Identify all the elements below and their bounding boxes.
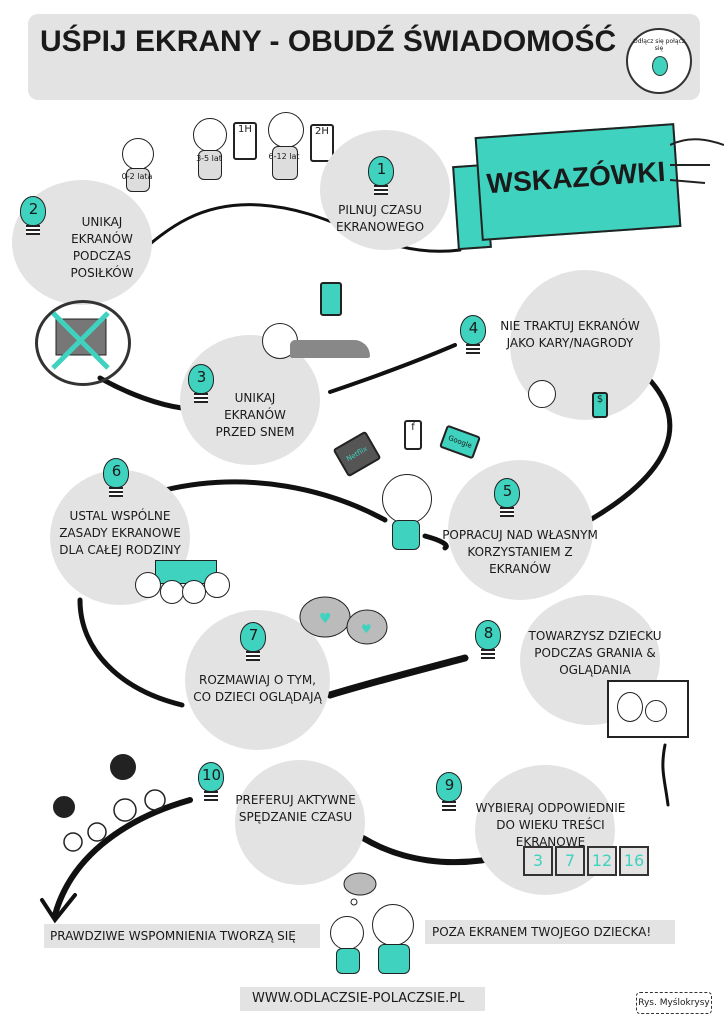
tablet-icon: 2H [310, 124, 334, 162]
lightbulb-icon: 10 [198, 762, 224, 802]
tip-number: 4 [468, 319, 479, 337]
age-rating: 16 [619, 846, 649, 876]
chat-bubbles-icon: ♥♥ [299, 596, 388, 645]
lightbulb-icon: 8 [475, 620, 501, 660]
child-body [198, 150, 222, 180]
family-member [182, 580, 206, 604]
parent-body [378, 944, 410, 974]
age-label: 0-2 lata [121, 172, 153, 181]
lightbulb-icon: 4 [460, 315, 486, 355]
blanket [290, 340, 370, 358]
path-segment [326, 654, 469, 699]
prize-phone-icon: $ [592, 392, 608, 418]
phone-icon: f [404, 420, 422, 450]
tip-bubble-10 [235, 760, 365, 885]
footer-strip-left [44, 924, 320, 948]
cycling-child [110, 754, 136, 780]
tip-text: Towarzysz dziecku podczas grania & ogląd… [528, 629, 662, 677]
lightbulb-icon: 1 [368, 156, 394, 196]
tip-text: Popracuj nad własnym korzystaniem z ekra… [442, 528, 598, 576]
logo: Odłącz się połącz się [626, 28, 692, 94]
hand-icon [670, 138, 724, 184]
child-body [336, 948, 360, 974]
tip-text: Unikaj ekranów podczas posiłków [70, 215, 134, 280]
running-child [528, 380, 556, 408]
tip-number: 2 [28, 200, 39, 218]
path-segment [52, 797, 193, 918]
tv-label: Netflix [345, 444, 369, 464]
child-avatar [122, 138, 154, 170]
url-strip [240, 987, 485, 1011]
laptop-label: Google [447, 434, 473, 450]
sleeping-phone-icon [320, 282, 342, 316]
logo-text: Odłącz się połącz się [633, 38, 685, 52]
tip-number: 6 [111, 462, 122, 480]
child-body [126, 168, 150, 192]
prize-label: $ [596, 394, 604, 405]
footer-strip-right [425, 920, 675, 944]
tip-text: Ustal wspólne zasady ekranowe dla całej … [59, 509, 181, 557]
tip-bubble-5 [448, 460, 593, 600]
tip-number: 3 [196, 368, 207, 386]
illustrator-credit: Rys. Myślokrysy [636, 992, 712, 1014]
parent-avatar [372, 904, 414, 946]
tip-number: 1 [376, 160, 387, 178]
age-rating: 12 [587, 846, 617, 876]
lightbulb-icon: 3 [188, 364, 214, 404]
child-avatar [268, 112, 304, 148]
time-limit: 1H [238, 124, 252, 135]
tip-number: 9 [444, 776, 455, 794]
path-segment [162, 479, 449, 551]
tablet-icon: 1H [233, 122, 257, 160]
tip-text: Wybieraj odpowiednie do wieku treści ekr… [475, 801, 626, 849]
path-segment [587, 372, 673, 523]
path-segment [77, 597, 185, 708]
poster-title: Uśpij ekrany - obudź świadomość [40, 25, 617, 58]
tip-text: Unikaj ekranów przed snem [215, 391, 295, 439]
family-member [160, 580, 184, 604]
age-rating: 3 [523, 846, 553, 876]
path-segment [328, 343, 457, 394]
lightbulb-icon: 5 [494, 478, 520, 518]
svg-text:♥: ♥ [361, 622, 372, 636]
phone-label: f [411, 422, 415, 433]
footer-text-right: poza ekranem twojego dziecka! [432, 925, 652, 939]
tip-text: Preferuj aktywne spędzanie czasu [235, 793, 356, 824]
path-segment [97, 375, 185, 411]
child-avatar [193, 118, 227, 152]
tip-text: Pilnuj czasu ekranowego [335, 203, 425, 234]
balloon-icon [652, 56, 668, 76]
lightbulb-icon: 7 [240, 622, 266, 662]
tip-number: 10 [201, 766, 222, 784]
tip-number: 5 [502, 482, 513, 500]
arrow-head [40, 893, 77, 924]
lightbulb-icon: 9 [436, 772, 462, 812]
child-body [392, 520, 420, 550]
tip-number: 7 [248, 626, 259, 644]
tip-number: 8 [483, 624, 494, 642]
cycling-child [53, 796, 75, 818]
tv-watching-scene [607, 680, 689, 738]
no-screen-at-meal-icon [35, 300, 131, 386]
family-member [135, 572, 161, 598]
child-body [272, 146, 298, 180]
age-rating: 7 [555, 846, 585, 876]
title-banner [28, 14, 700, 100]
age-label: 6-12 lat [268, 152, 300, 161]
family-member [204, 572, 230, 598]
child-avatar [330, 916, 364, 950]
tip-text: Nie traktuj ekranów jako kary/nagrody [500, 319, 640, 350]
lightbulb-icon: 2 [20, 196, 46, 236]
bicycles-icon [63, 789, 166, 852]
footer-text-left: Prawdziwe wspomnienia tworzą się [50, 929, 296, 943]
thought-cloud-icon [343, 872, 377, 906]
time-limit: 2H [315, 126, 329, 137]
overwhelmed-child [382, 474, 432, 524]
svg-text:♥: ♥ [319, 611, 332, 627]
path-segment [661, 743, 670, 807]
age-label: 3-5 lat [196, 154, 222, 163]
lightbulb-icon: 6 [103, 458, 129, 498]
tip-text: Rozmawiaj o tym, co dzieci oglądają [193, 673, 322, 704]
website-link[interactable]: www.odlaczsie-polaczsie.pl [252, 991, 465, 1006]
